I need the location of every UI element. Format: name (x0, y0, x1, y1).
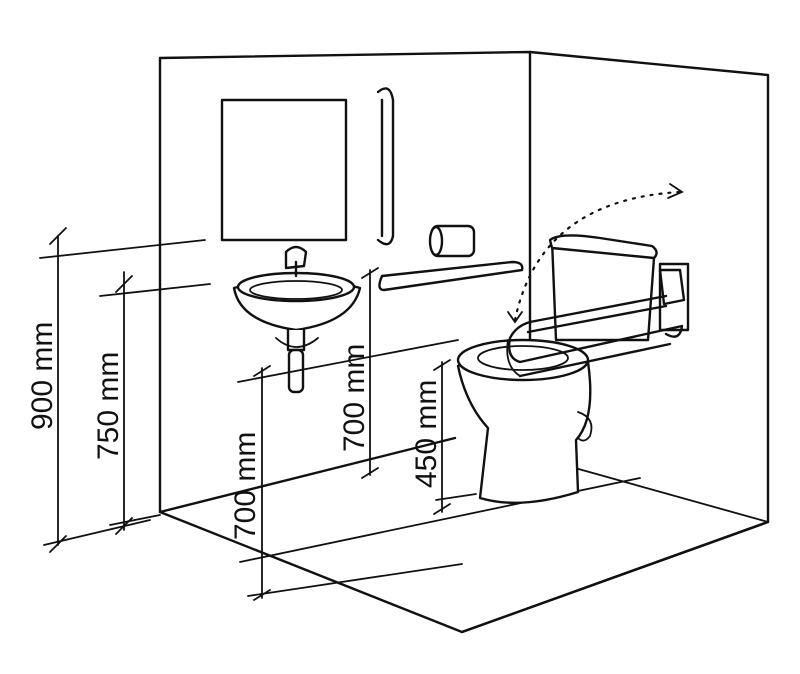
mirror (220, 98, 348, 242)
dimension-label-700-floor: 700 mm (229, 432, 262, 540)
dimension-label-750: 750 mm (92, 352, 125, 460)
swing-arc (507, 183, 684, 324)
dimension-label-900: 900 mm (26, 322, 59, 430)
vertical-grab-rail (376, 87, 395, 246)
dimension-label-450: 450 mm (410, 380, 443, 488)
toilet (456, 234, 658, 504)
dimension-lines (39, 227, 477, 601)
wash-basin (232, 245, 362, 394)
toilet-roll-holder (428, 224, 476, 258)
horizontal-grab-rail (378, 260, 524, 292)
fold-down-grab-rail (506, 262, 690, 378)
dimension-label-700-rail: 700 mm (338, 344, 371, 452)
